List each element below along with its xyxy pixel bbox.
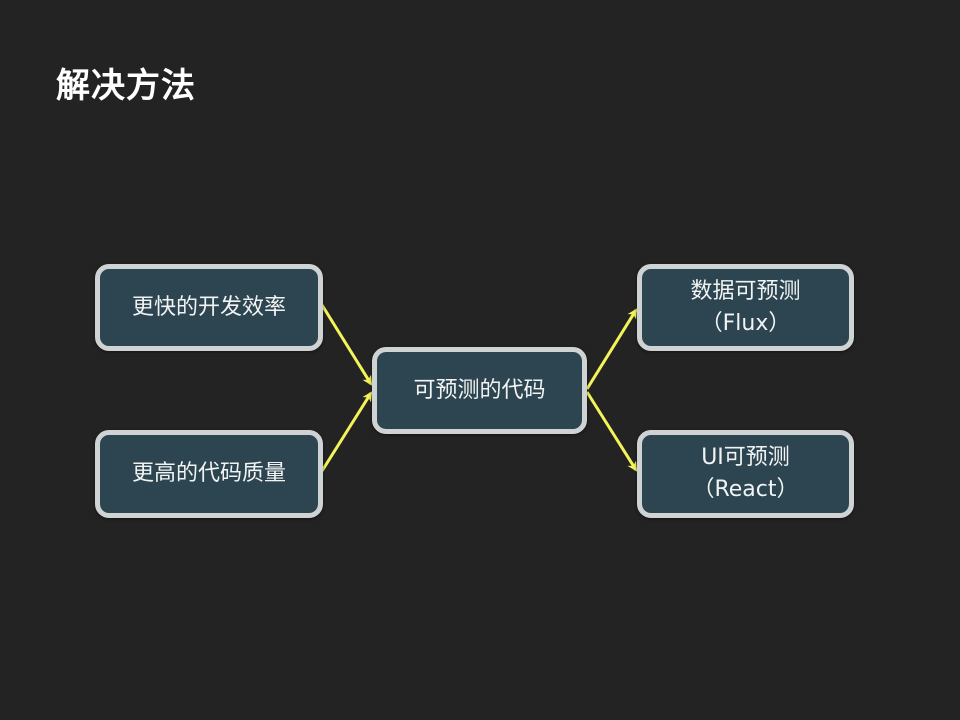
node-higher-quality: 更高的代码质量	[95, 430, 323, 518]
edge-predictable-code-to-data-predictable	[585, 308, 638, 390]
node-faster-dev: 更快的开发效率	[95, 264, 323, 351]
node-data-predictable: 数据可预测 （Flux）	[637, 264, 854, 351]
edge-predictable-code-to-ui-predictable	[585, 391, 638, 472]
node-label-line-1: 数据可预测	[690, 278, 801, 304]
node-label: 可预测的代码	[413, 377, 546, 403]
node-label-line-1: UI可预测	[701, 445, 790, 470]
node-label: 更快的开发效率	[131, 294, 286, 320]
node-label-line-2: （Flux）	[700, 310, 791, 336]
edge-faster-dev-to-predictable-code	[320, 304, 373, 386]
watermark	[262, 65, 669, 384]
node-ui-predictable: UI可预测 （React）	[637, 430, 854, 518]
node-label-line-2: （React）	[692, 477, 799, 502]
node-label: 更高的代码质量	[131, 461, 286, 486]
slide-title: 解决方法	[56, 66, 196, 106]
node-predictable-code: 可预测的代码	[372, 347, 587, 434]
edge-higher-quality-to-predictable-code	[320, 391, 373, 472]
